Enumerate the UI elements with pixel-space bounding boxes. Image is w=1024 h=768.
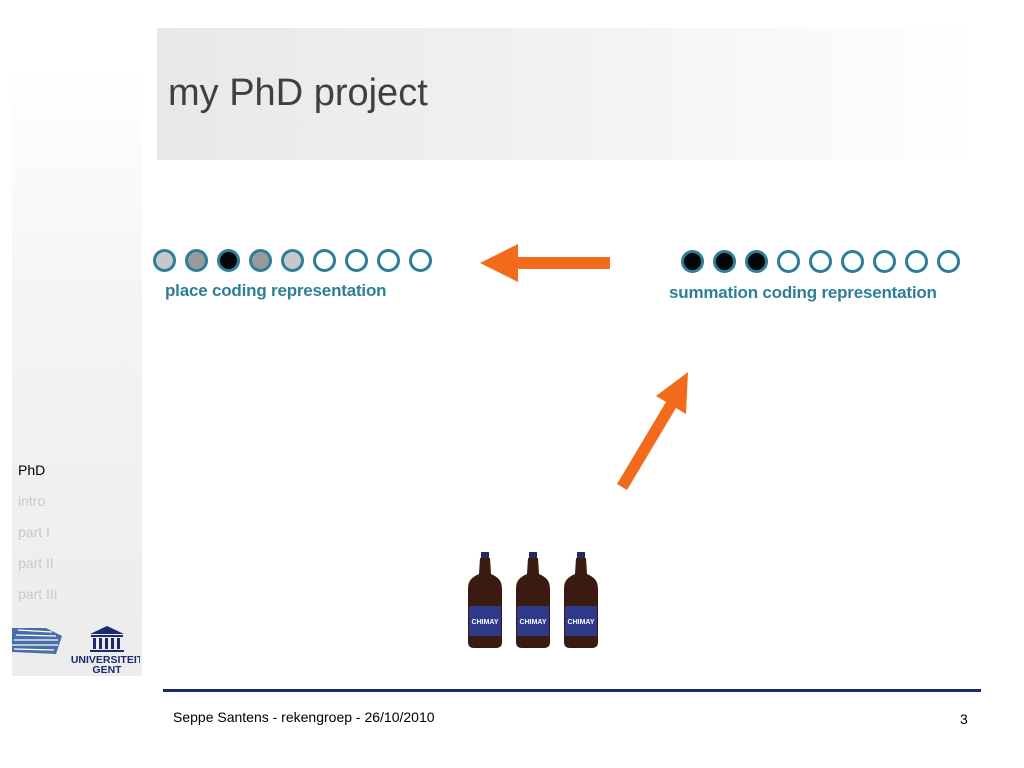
coding-circle	[377, 249, 400, 272]
summation-coding-label: summation coding representation	[669, 283, 937, 302]
coding-circle	[409, 249, 432, 272]
coding-circle	[249, 249, 272, 272]
title-bar	[157, 28, 978, 160]
sidebar	[12, 64, 142, 676]
page-number: 3	[960, 711, 968, 727]
bottle-label: CHIMAY	[520, 619, 547, 626]
coding-circle	[873, 250, 896, 273]
bottle-label: CHIMAY	[568, 619, 595, 626]
nav-item-part-i[interactable]: part I	[18, 524, 50, 540]
coding-circle	[905, 250, 928, 273]
up-right-arrow-icon	[617, 372, 688, 490]
place-coding-label: place coding representation	[165, 281, 387, 300]
place-coding-circles	[153, 249, 432, 273]
logo-text-line2: GENT	[92, 664, 122, 676]
footer-divider	[163, 689, 981, 692]
nav-item-part-iii[interactable]: part III	[18, 586, 58, 602]
coding-circle	[217, 249, 240, 272]
coding-circle	[809, 250, 832, 273]
summation-coding-circles	[681, 250, 960, 274]
coding-circle	[185, 249, 208, 272]
nav-item-phd[interactable]: PhD	[18, 462, 46, 478]
bottle: CHIMAY	[516, 552, 550, 648]
coding-circle	[153, 249, 176, 272]
university-logo: UNIVERSITEIT GENT	[12, 626, 140, 676]
building-icon	[90, 626, 124, 652]
coding-circle	[713, 250, 736, 273]
slide-title: my PhD project	[168, 72, 428, 114]
coding-circle	[345, 249, 368, 272]
coding-circle	[777, 250, 800, 273]
left-arrow-icon	[480, 244, 610, 282]
nav-item-intro[interactable]: intro	[18, 493, 46, 509]
coding-circle	[281, 249, 304, 272]
beer-bottles: CHIMAY CHIMAY CHIMAY	[468, 552, 598, 648]
bottle-label: CHIMAY	[472, 619, 499, 626]
logo-text-line1: UNIVERSITEIT	[71, 654, 140, 666]
coding-circle	[841, 250, 864, 273]
wave-emblem-icon	[12, 628, 62, 654]
nav-item-part-ii[interactable]: part II	[18, 555, 54, 571]
coding-circle	[313, 249, 336, 272]
coding-circle	[745, 250, 768, 273]
bottle: CHIMAY	[468, 552, 502, 648]
coding-circle	[937, 250, 960, 273]
section-nav: PhD intro part I part II part III	[18, 455, 58, 610]
coding-circle	[681, 250, 704, 273]
footer-text: Seppe Santens - rekengroep - 26/10/2010	[173, 709, 435, 725]
bottle: CHIMAY	[564, 552, 598, 648]
